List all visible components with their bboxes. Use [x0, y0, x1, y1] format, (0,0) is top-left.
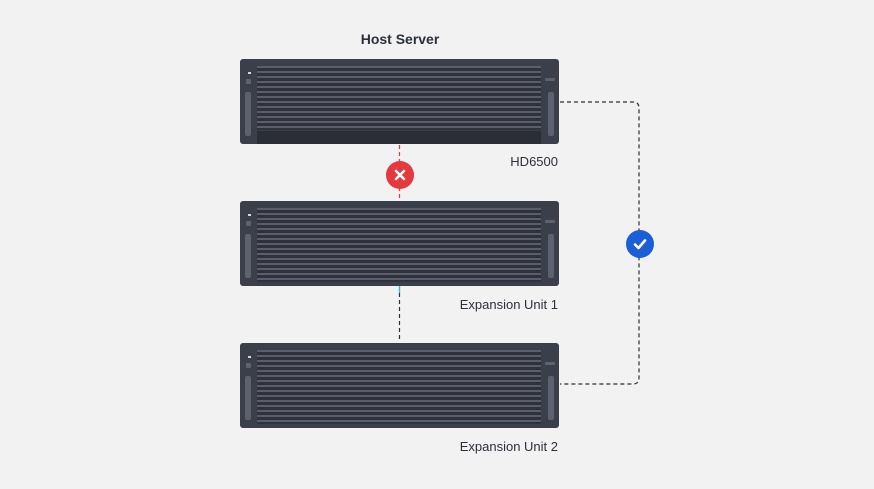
power-led	[248, 72, 251, 74]
expansion-unit-2-chassis[interactable]	[240, 343, 559, 428]
unit-label-hd6500: HD6500	[510, 154, 558, 169]
power-led	[248, 214, 251, 216]
status-led	[545, 220, 555, 223]
drive-bays	[257, 350, 541, 424]
power-button	[246, 79, 251, 84]
host-server-chassis[interactable]	[240, 59, 559, 144]
rack-handle-left	[245, 92, 251, 136]
power-led	[248, 356, 251, 358]
status-led	[545, 78, 555, 81]
connection-failed-badge	[386, 161, 414, 189]
x-icon	[394, 169, 406, 181]
rack-handle-right	[548, 92, 554, 136]
chassis-base	[257, 131, 541, 144]
rack-handle-right	[548, 234, 554, 278]
drive-bays	[257, 66, 541, 130]
rack-handle-left	[245, 234, 251, 278]
unit-label-expansion-1: Expansion Unit 1	[459, 297, 558, 312]
connection-ok-badge	[626, 230, 654, 258]
page-title: Host Server	[360, 31, 440, 47]
check-icon	[633, 239, 647, 250]
unit-label-expansion-2: Expansion Unit 2	[459, 439, 558, 454]
power-button	[246, 363, 251, 368]
status-led	[545, 362, 555, 365]
power-button	[246, 221, 251, 226]
drive-bays	[257, 208, 541, 282]
rack-handle-right	[548, 376, 554, 420]
expansion-unit-1-chassis[interactable]	[240, 201, 559, 286]
rack-handle-left	[245, 376, 251, 420]
